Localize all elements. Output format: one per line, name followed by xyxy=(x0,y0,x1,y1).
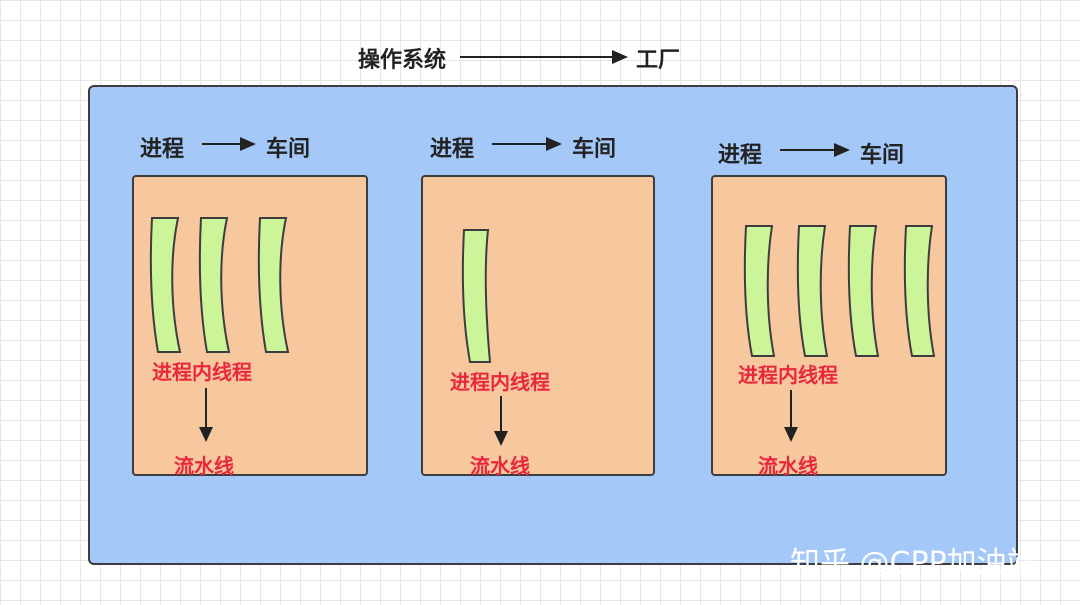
thread-to-line-arrow-3 xyxy=(784,390,798,442)
line-label-2: 流水线 xyxy=(470,454,530,478)
thread-1-2 xyxy=(198,217,231,353)
thread-label-2: 进程内线程 xyxy=(450,370,550,394)
os-label: 操作系统 xyxy=(358,48,447,73)
thread-label-3: 进程内线程 xyxy=(738,363,838,387)
line-label-1: 流水线 xyxy=(174,454,234,478)
thread-1-3 xyxy=(257,217,290,353)
thread-label-1: 进程内线程 xyxy=(152,360,252,384)
process-to-workshop-arrow-3 xyxy=(780,143,850,157)
process-label-3: 进程 xyxy=(718,143,763,168)
thread-to-line-arrow-1 xyxy=(199,388,213,442)
watermark: 知乎 @CPP加油站 xyxy=(790,546,1037,581)
os-to-factory-arrow xyxy=(460,50,628,64)
thread-2-1 xyxy=(461,229,492,363)
workshop-label-1: 车间 xyxy=(266,137,311,162)
thread-1-1 xyxy=(149,217,182,353)
thread-3-3 xyxy=(847,225,880,357)
process-label-2: 进程 xyxy=(430,137,475,162)
process-to-workshop-arrow-2 xyxy=(492,137,562,151)
thread-3-2 xyxy=(796,225,829,357)
workshop-label-2: 车间 xyxy=(572,137,617,162)
workshop-box-2 xyxy=(421,175,655,476)
thread-to-line-arrow-2 xyxy=(494,396,508,446)
process-to-workshop-arrow-1 xyxy=(202,137,256,151)
workshop-label-3: 车间 xyxy=(860,143,905,168)
process-label-1: 进程 xyxy=(140,137,185,162)
thread-3-4 xyxy=(903,225,936,357)
thread-3-1 xyxy=(743,225,776,357)
line-label-3: 流水线 xyxy=(758,454,818,478)
factory-label: 工厂 xyxy=(636,48,681,73)
